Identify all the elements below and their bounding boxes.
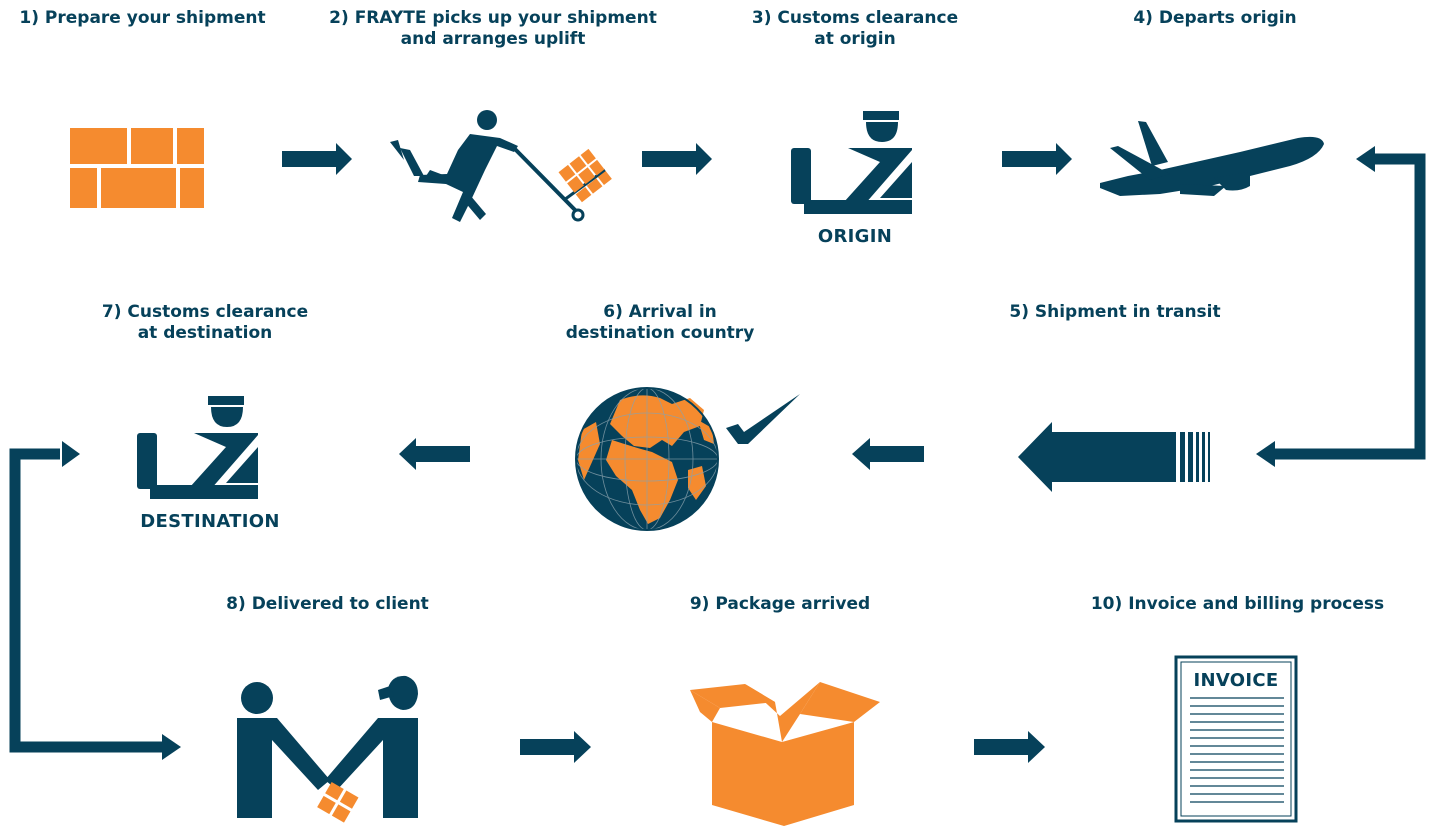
arrow-left-icon <box>852 438 924 470</box>
globe-check-icon <box>575 387 800 531</box>
step-9-label: 9) Package arrived <box>689 594 871 614</box>
step-3-label: 3) Customs clearance at origin <box>751 8 959 49</box>
step-10-label: 10) Invoice and billing process <box>1090 594 1385 614</box>
transit-arrow-icon <box>1018 422 1210 492</box>
connector-right <box>1272 153 1426 460</box>
arrow-left-icon <box>399 438 470 470</box>
arrow-right-icon <box>62 441 80 467</box>
origin-tag: ORIGIN <box>817 226 893 247</box>
porter-trolley-icon <box>390 110 612 222</box>
step-1-label: 1) Prepare your shipment <box>19 8 266 28</box>
invoice-title: INVOICE <box>1193 670 1279 691</box>
step-2-label: 2) FRAYTE picks up your shipment and arr… <box>329 8 657 49</box>
destination-tag: DESTINATION <box>140 511 280 532</box>
flow-arrows <box>282 143 1072 763</box>
step-6-label: 6) Arrival in destination country <box>565 302 755 343</box>
arrow-right-icon <box>1002 143 1072 175</box>
arrow-left-icon <box>1256 441 1275 467</box>
arrow-right-icon <box>642 143 712 175</box>
invoice-icon <box>1174 655 1298 823</box>
step-5-label: 5) Shipment in transit <box>1009 302 1221 322</box>
arrow-right-icon <box>162 734 181 760</box>
connector-left <box>9 448 165 753</box>
step-8-label: 8) Delivered to client <box>226 594 429 614</box>
customs-officer-icon <box>791 111 912 214</box>
step-4-label: 4) Departs origin <box>1133 8 1297 28</box>
airplane-icon <box>1100 121 1324 196</box>
step-7-label: 7) Customs clearance at destination <box>101 302 309 343</box>
open-box-icon <box>690 682 880 826</box>
arrow-right-icon <box>520 731 591 763</box>
boxes-icon <box>70 128 204 208</box>
arrow-left-icon <box>1356 146 1375 172</box>
arrow-right-icon <box>282 143 352 175</box>
customs-officer-icon <box>137 396 258 499</box>
handover-icon <box>237 675 418 823</box>
arrow-right-icon <box>974 731 1045 763</box>
